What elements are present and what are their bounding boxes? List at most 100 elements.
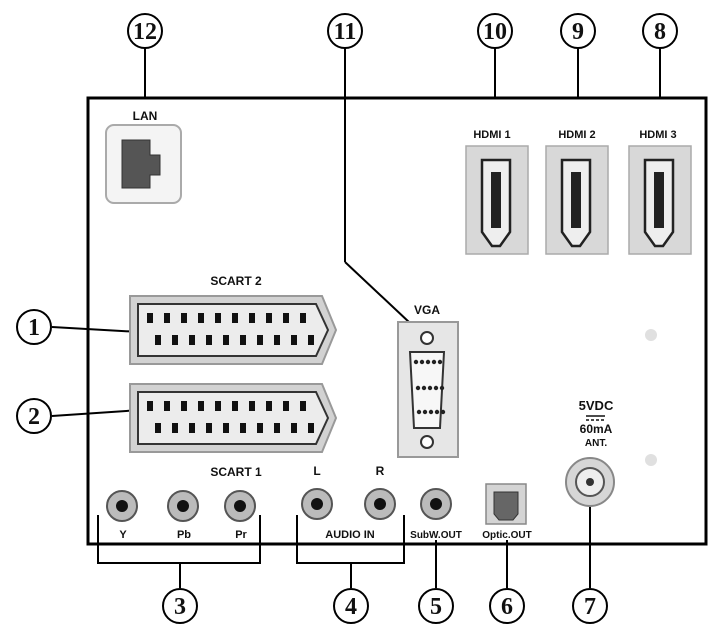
callout-11-text: 11	[334, 19, 357, 45]
vga-pin	[433, 385, 439, 391]
scart-pin	[147, 401, 153, 411]
scart-pin	[206, 423, 212, 433]
callout-7-text: 7	[584, 594, 596, 620]
scart-pin	[257, 423, 263, 433]
ant-voltage-label: 5VDC	[579, 398, 614, 413]
hdmi3-port	[628, 145, 692, 255]
scart-pin	[189, 335, 195, 345]
audio-l-jack	[301, 488, 333, 520]
scart-pin	[308, 423, 314, 433]
scart1-label: SCART 1	[210, 465, 262, 479]
vga-pin	[440, 409, 446, 415]
hdmi1-label: HDMI 1	[473, 129, 510, 141]
y-label: Y	[119, 529, 127, 541]
scart-pin	[155, 335, 161, 345]
scart-pin	[240, 423, 246, 433]
scart-pin	[223, 335, 229, 345]
optic-out-label: Optic.OUT	[482, 530, 531, 541]
scart-pin	[215, 313, 221, 323]
scart-pin	[181, 313, 187, 323]
callout-10: 10	[477, 13, 513, 49]
scart-pin	[249, 401, 255, 411]
hdmi2-label: HDMI 2	[558, 129, 595, 141]
scart-pin	[266, 313, 272, 323]
vga-pin	[425, 359, 431, 365]
scart-pin	[172, 335, 178, 345]
hdmi3-label: HDMI 3	[639, 129, 676, 141]
scart-pin	[181, 401, 187, 411]
scart-pin	[155, 423, 161, 433]
audio-r-jack	[364, 488, 396, 520]
audio-l-label: L	[313, 464, 320, 478]
callout-11: 11	[327, 13, 363, 49]
callout-3-text: 3	[174, 594, 186, 620]
callout-6-text: 6	[501, 594, 513, 620]
lan-port	[105, 124, 182, 204]
callout-12-text: 12	[133, 19, 157, 45]
callout-9-text: 9	[572, 19, 584, 45]
ant-current-label: 60mA	[580, 422, 613, 436]
vga-pin	[415, 385, 421, 391]
leader-lines	[51, 48, 661, 588]
vga-pin	[421, 385, 427, 391]
scart-pin	[198, 313, 204, 323]
mount-hole	[645, 329, 657, 341]
scart-pin	[164, 313, 170, 323]
scart-pin	[198, 401, 204, 411]
pr-jack	[224, 490, 256, 522]
scart2-label: SCART 2	[210, 274, 262, 288]
pb-label: Pb	[177, 529, 191, 541]
vga-pin	[422, 409, 428, 415]
scart2-port	[129, 295, 338, 365]
optic-out-port	[485, 483, 527, 525]
vga-pin	[439, 385, 445, 391]
scart-pin	[147, 313, 153, 323]
y-jack	[106, 490, 138, 522]
callout-5-text: 5	[430, 594, 442, 620]
subw-out-jack	[420, 488, 452, 520]
scart-pin	[283, 313, 289, 323]
callout-12: 12	[127, 13, 163, 49]
mount-hole	[645, 454, 657, 466]
vga-pin	[427, 385, 433, 391]
scart-pin	[291, 335, 297, 345]
vga-pin	[431, 359, 437, 365]
scart-pin	[266, 401, 272, 411]
audio-in-label: AUDIO IN	[325, 529, 375, 541]
audio-r-label: R	[376, 464, 385, 478]
scart-pin	[164, 401, 170, 411]
callout-1: 1	[16, 309, 52, 345]
scart-pin	[189, 423, 195, 433]
vga-label: VGA	[414, 303, 440, 317]
hdmi2-port	[545, 145, 609, 255]
subw-out-label: SubW.OUT	[410, 530, 462, 541]
pr-label: Pr	[235, 529, 247, 541]
scart-pin	[249, 313, 255, 323]
vga-pin	[428, 409, 434, 415]
callout-10-text: 10	[483, 19, 507, 45]
vga-pin	[437, 359, 443, 365]
scart-pin	[232, 313, 238, 323]
callout-4: 4	[333, 588, 369, 624]
vga-port	[397, 321, 459, 458]
callout-3: 3	[162, 588, 198, 624]
scart-pin	[240, 335, 246, 345]
callout-5: 5	[418, 588, 454, 624]
scart-pin	[223, 423, 229, 433]
scart-pin	[206, 335, 212, 345]
callout-9: 9	[560, 13, 596, 49]
scart-pin	[274, 423, 280, 433]
vga-pin	[413, 359, 419, 365]
scart-pin	[300, 401, 306, 411]
callout-6: 6	[489, 588, 525, 624]
callout-8-text: 8	[654, 19, 666, 45]
ant-label: ANT.	[585, 438, 607, 449]
callout-2: 2	[16, 398, 52, 434]
scart-pin	[257, 335, 263, 345]
vga-pin	[434, 409, 440, 415]
callout-2-text: 2	[28, 404, 40, 430]
scart-pin	[291, 423, 297, 433]
lan-label: LAN	[133, 109, 158, 123]
scart1-port	[129, 383, 338, 453]
